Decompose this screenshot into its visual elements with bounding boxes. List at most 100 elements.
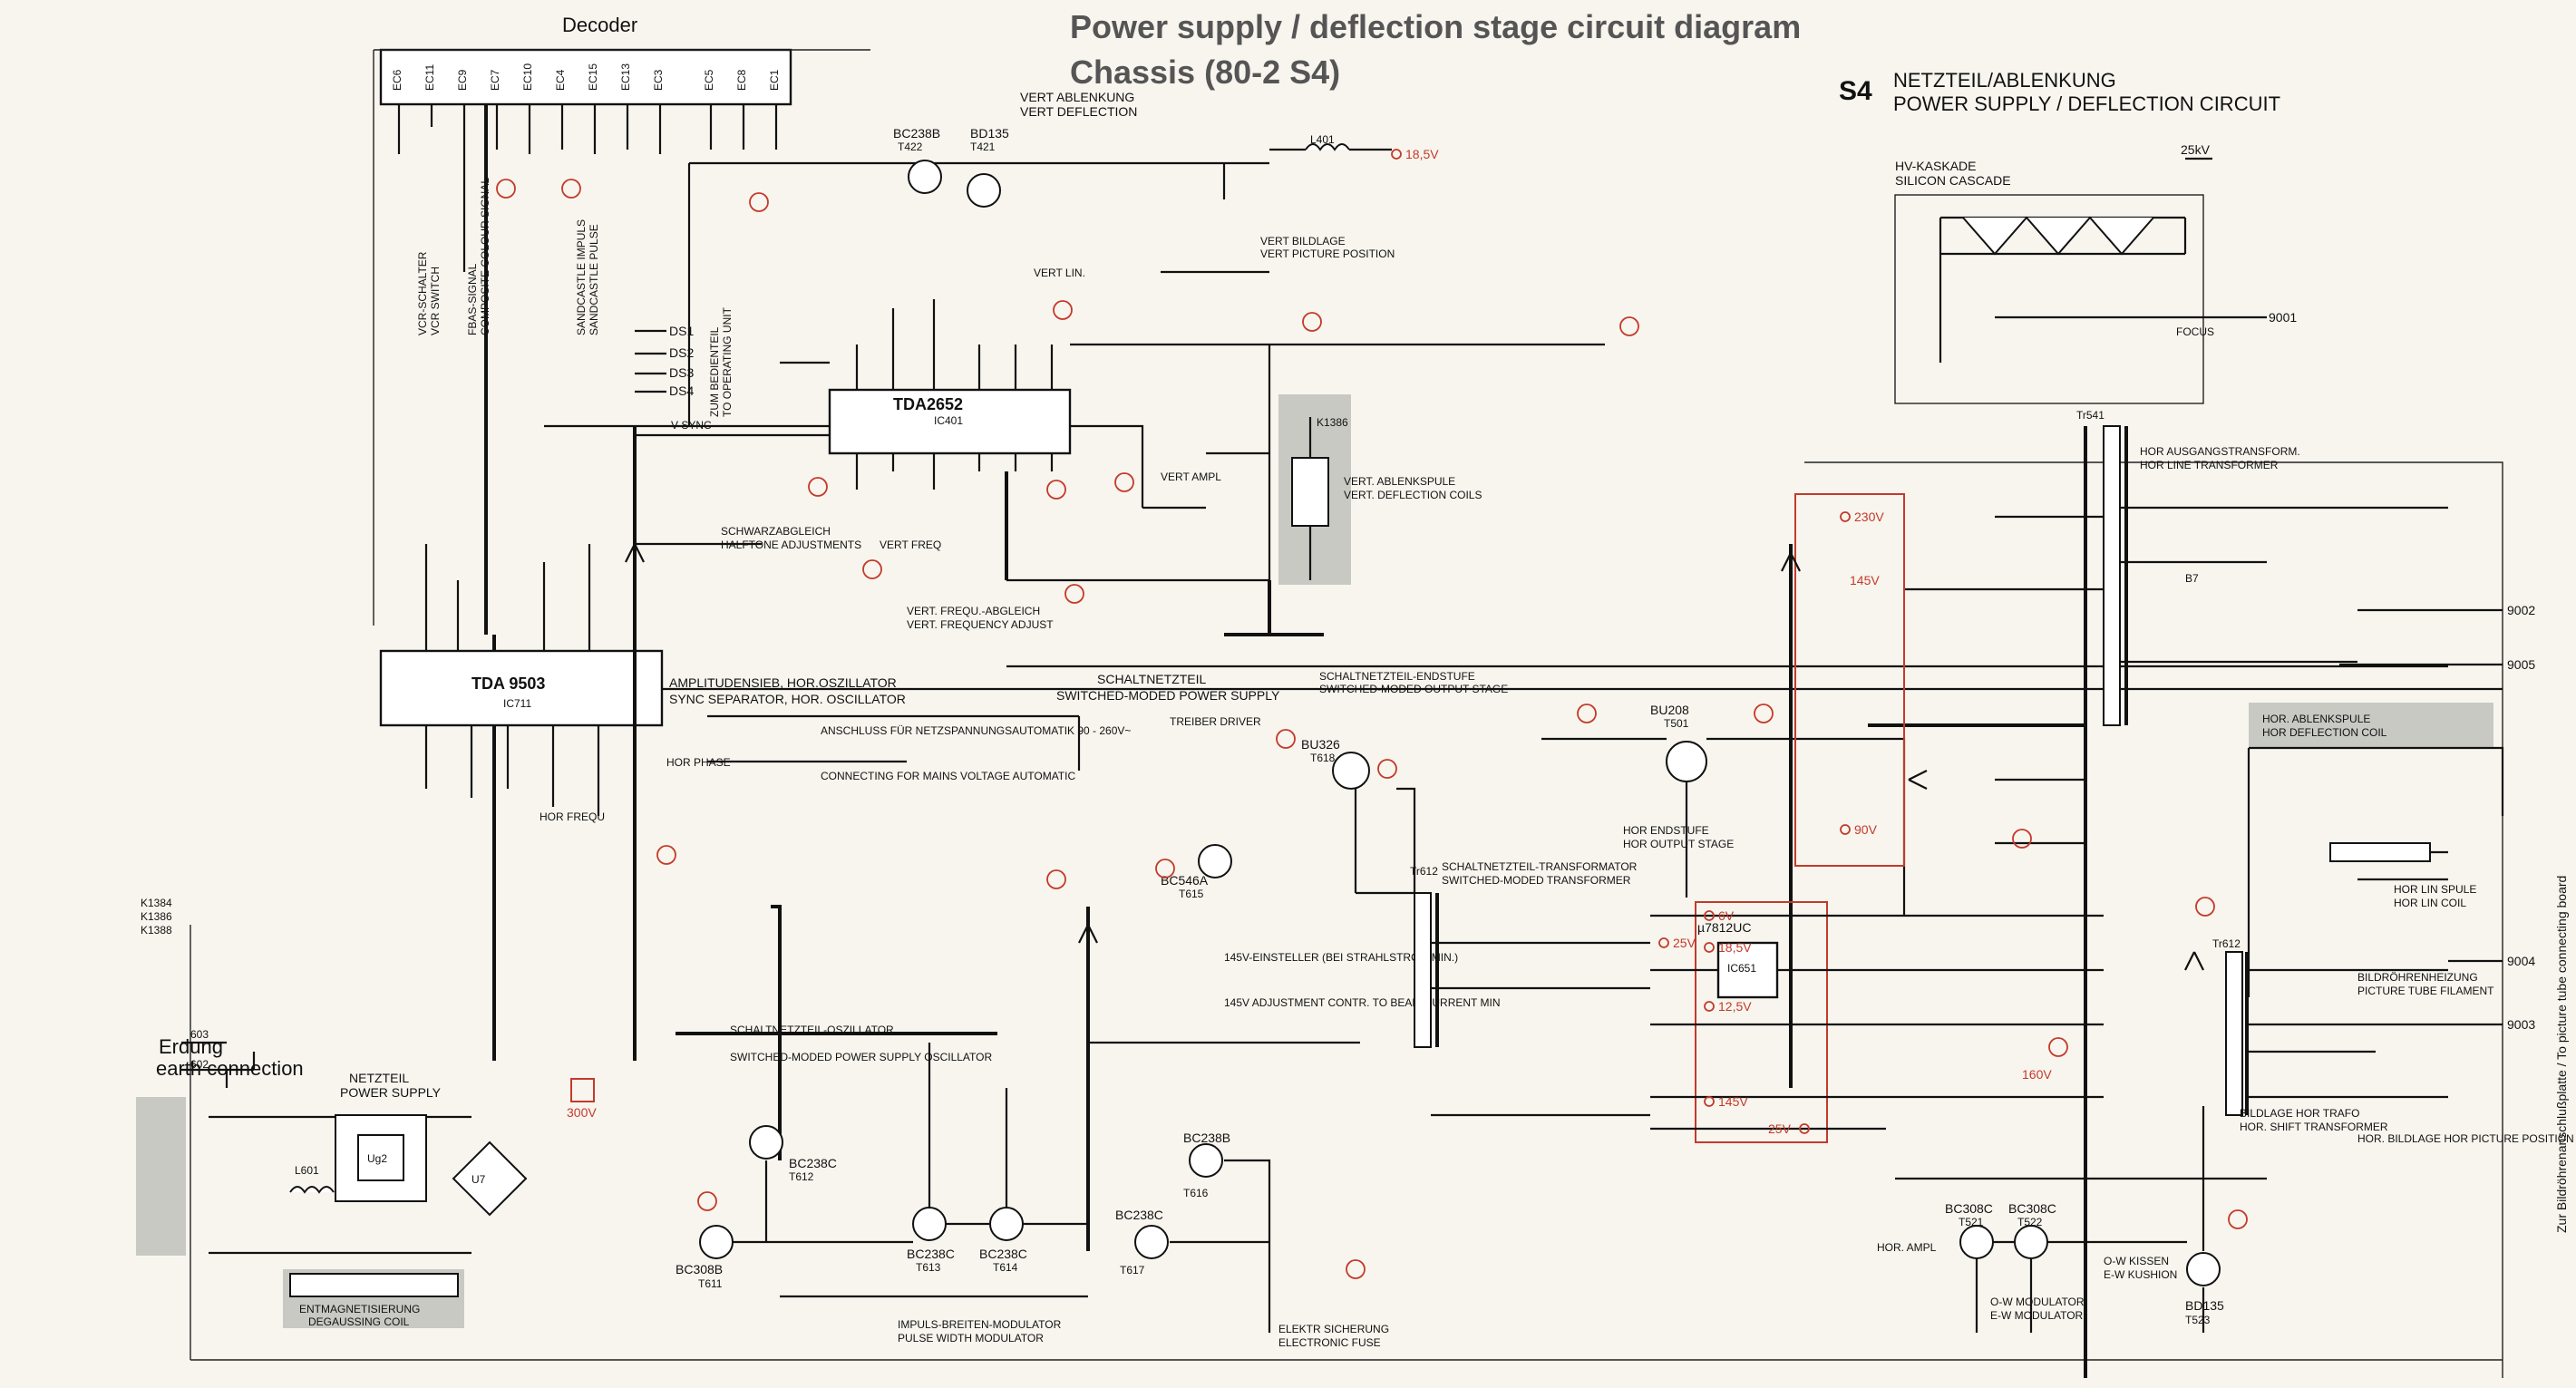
adjust145-de: 145V-EINSTELLER (BEI STRAHLSTROM MIN.) [1224, 951, 1458, 964]
secondary-rails [1650, 914, 2104, 1131]
tda9503-name: TDA 9503 [471, 675, 545, 693]
pwm-en: PULSE WIDTH MODULATOR [898, 1332, 1044, 1344]
ew-en: E-W MODULATOR [1990, 1309, 2084, 1322]
transistor-t422: BC238B T422 [893, 126, 942, 194]
hor-lin-en: HOR LIN COIL [2394, 897, 2466, 909]
transformer-tr612 [1414, 892, 1432, 1048]
l401-label: L401 [1310, 133, 1335, 146]
ew-kissen-en: E-W KUSHION [2104, 1268, 2177, 1281]
r601-label: Ug2 [367, 1152, 387, 1165]
vert-coils-de: VERT. ABLENKSPULE [1344, 475, 1455, 488]
transistor-t615: BC546A T615 [1161, 844, 1232, 900]
transistor-t617: BC238C T617 [1115, 1208, 1169, 1276]
hv-de: HV-KASKADE [1895, 159, 1976, 173]
t421-type: BD135 [970, 126, 1009, 141]
efuse-en: ELECTRONIC FUSE [1278, 1336, 1381, 1349]
rail-145v-b: 145V [1850, 573, 1880, 587]
t616-type: BC238B [1183, 1131, 1230, 1145]
vert-freq-adj-en: VERT. FREQUENCY ADJUST [907, 618, 1054, 631]
vert-pos-de: VERT BILDLAGE [1260, 235, 1346, 248]
rail-145v: 145V [1718, 1094, 1748, 1109]
vert-defl-en: VERT DEFLECTION [1020, 104, 1137, 119]
hv-diode-ladder [1962, 216, 2154, 256]
rail-25v-b: 25V [1768, 1121, 1792, 1136]
vert-lin-de: VERT LIN. [1034, 267, 1085, 279]
shift-de: BILDLAGE HOR TRAFO [2240, 1107, 2359, 1120]
pin-603: 603 [190, 1028, 209, 1041]
main-left-bus [633, 426, 997, 1061]
pwm-wiring [733, 1041, 1360, 1333]
title-line2: Chassis (80-2 S4) [1070, 53, 1340, 91]
smps-trafo-en: SWITCHED-MODED TRANSFORMER [1442, 874, 1631, 887]
adjust145-en: 145V ADJUSTMENT CONTR. TO BEAM CURRENT M… [1224, 996, 1501, 1009]
t613-type: BC238C [907, 1247, 955, 1261]
t501-ref: T501 [1664, 717, 1689, 730]
hor-out-de: HOR ENDSTUFE [1623, 824, 1709, 837]
rail-90v: 90V [1854, 822, 1878, 837]
rail-labels: 6V 18,5V 12,5V 145V 25V 25V 230V 90V 145… [1658, 510, 2052, 1136]
decoder-connector [379, 48, 792, 106]
hor-coil-en: HOR DEFLECTION COIL [2262, 726, 2387, 739]
out-9002: 9002 [2507, 603, 2535, 617]
out-9005: 9005 [2507, 657, 2535, 672]
efuse-de: ELEKTR SICHERUNG [1278, 1323, 1389, 1335]
tda9503-ref: IC711 [503, 697, 531, 710]
output-connectors: 9001 9002 9005 9004 9003 [2269, 310, 2535, 1032]
rail-185v-label: 18,5V [1405, 147, 1439, 161]
vert-wiring [635, 161, 1605, 635]
hor-coil-shade [2249, 703, 2493, 748]
rail-125v: 12,5V [1718, 999, 1752, 1014]
hor-out-wiring [1541, 737, 1906, 916]
transistor-t614: BC238C T614 [979, 1207, 1027, 1274]
hv-output-line [1995, 157, 2267, 319]
oscillator-bus [771, 905, 1090, 1251]
tda9503-desc-en: SYNC SEPARATOR, HOR. OSCILLATOR [669, 692, 906, 706]
vert-pos-en: VERT PICTURE POSITION [1260, 248, 1395, 260]
t612-ref: T612 [789, 1170, 814, 1183]
connector-pins: EC6 EC11 EC9 EC7 EC10 EC4 EC15 EC13 EC3 … [391, 63, 781, 91]
mains-auto-en: CONNECTING FOR MAINS VOLTAGE AUTOMATIC [821, 770, 1075, 782]
t614-type: BC238C [979, 1247, 1027, 1261]
filament-de: BILDRÖHRENHEIZUNG [2357, 971, 2478, 984]
transistor-t613: BC238C T613 [907, 1207, 955, 1274]
sandcastle-de: SANDCASTLE IMPULS [575, 219, 588, 335]
t618-ref: T618 [1310, 752, 1336, 764]
rail-25v: 25V [1673, 936, 1696, 950]
pin-ec1: EC1 [768, 69, 781, 91]
hor-frequ-label: HOR FREQU [540, 810, 605, 823]
k1384-label: K1384 [141, 897, 172, 909]
pin-ec8: EC8 [735, 69, 748, 91]
l601-label: L601 [295, 1164, 319, 1177]
pin-ec3: EC3 [652, 69, 665, 91]
transistor-t612: BC238C T612 [749, 1125, 837, 1183]
out-9001: 9001 [2269, 310, 2297, 325]
t421-ref: T421 [970, 141, 996, 153]
earth-en: earth connection [156, 1057, 304, 1080]
burst-de: FBAS-SIGNAL [466, 263, 479, 335]
vert-defl-de: VERT ABLENKUNG [1020, 90, 1134, 104]
degauss-coil [289, 1273, 459, 1297]
coil-l541 [2329, 842, 2431, 862]
b6-label: K1386 [1317, 416, 1348, 429]
transistor-t523: BD135 T523 [2185, 1252, 2224, 1326]
osc-de: SCHALTNETZTEIL-OSZILLATOR [730, 1024, 894, 1036]
smps-out-en: SWITCHED-MODED OUTPUT STAGE [1319, 683, 1508, 695]
pin-ec15: EC15 [587, 63, 599, 91]
ic-tda2652 [828, 388, 1072, 455]
tda9503-desc-de: AMPLITUDENSIEB, HOR.OSZILLATOR [669, 675, 897, 690]
tda2652-pins [855, 299, 1054, 490]
ds3-label: DS3 [669, 365, 694, 380]
smps-de: SCHALTNETZTEIL [1097, 672, 1207, 686]
tr511-label: Tr541 [2076, 409, 2105, 422]
ds-connectors: DS1 DS2 DS3 DS4 [635, 324, 694, 398]
frame-left [373, 49, 870, 626]
pin-ec5: EC5 [703, 69, 715, 91]
operating-unit-de: ZUM BEDIENTEIL [708, 326, 721, 417]
hor-pos-label: HOR. BILDLAGE HOR PICTURE POSITION [2357, 1132, 2574, 1145]
ptc-r601 [357, 1134, 404, 1181]
osc-en: SWITCHED-MODED POWER SUPPLY OSCILLATOR [730, 1051, 992, 1063]
burst-en: COMPOSITE COLOUR SIGNAL [479, 178, 491, 335]
pin-602: 602 [190, 1058, 209, 1071]
t615-type: BC546A [1161, 873, 1209, 888]
